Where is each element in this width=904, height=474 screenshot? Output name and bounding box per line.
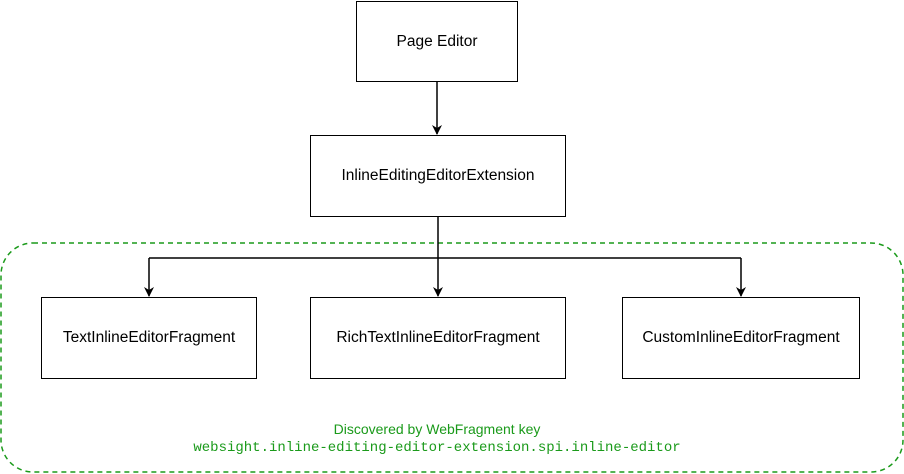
node-extension-label: InlineEditingEditorExtension [341,167,535,184]
node-page-editor: Page Editor [356,1,518,82]
node-page-editor-label: Page Editor [396,32,478,50]
group-caption-title: Discovered by WebFragment key [333,421,541,437]
node-inline-editing-editor-extension: InlineEditingEditorExtension [310,135,566,217]
node-richtext-inline-editor-fragment: RichTextInlineEditorFragment [310,297,566,379]
node-custom-fragment-label: CustomInlineEditorFragment [642,329,840,346]
webfragment-group-container [0,242,904,473]
node-text-inline-editor-fragment: TextInlineEditorFragment [41,297,257,379]
group-caption-webfragment-key: websight.inline-editing-editor-extension… [193,440,681,456]
node-text-fragment-label: TextInlineEditorFragment [62,329,236,346]
node-richtext-fragment-label: RichTextInlineEditorFragment [336,329,540,346]
node-custom-inline-editor-fragment: CustomInlineEditorFragment [622,297,860,379]
